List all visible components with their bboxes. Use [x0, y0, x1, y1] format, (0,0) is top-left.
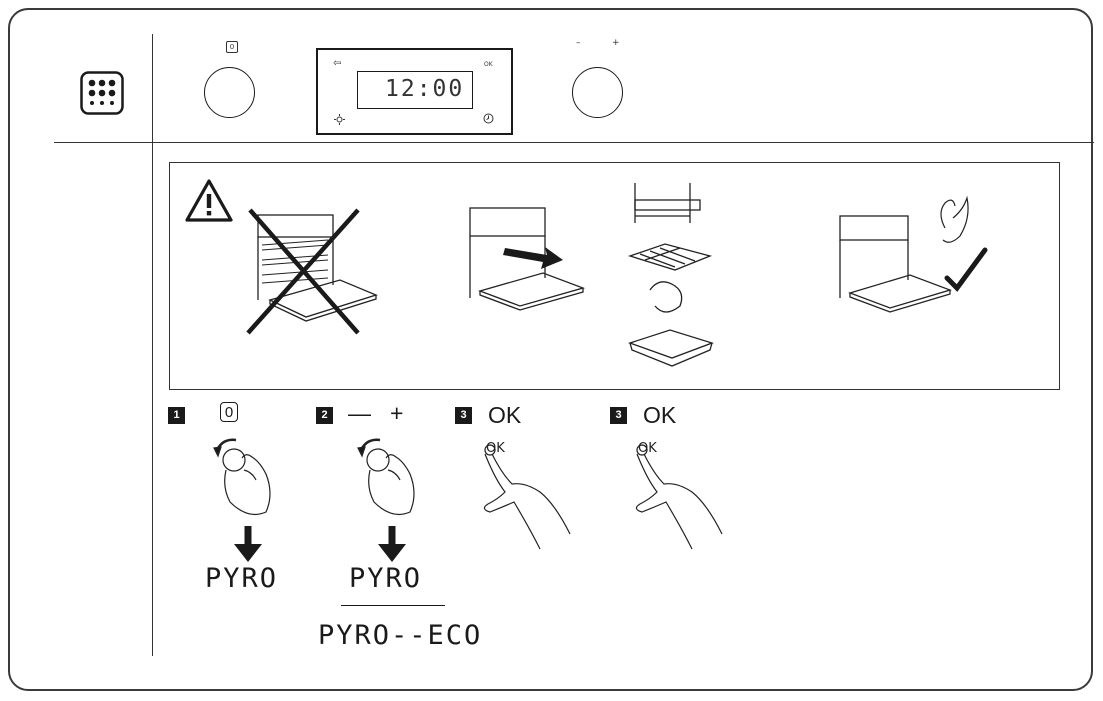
clean-oven-ok-icon	[835, 188, 995, 323]
clock-icon[interactable]	[483, 109, 494, 124]
ok-label: OK	[488, 402, 522, 428]
preparation-panel	[169, 162, 1060, 390]
adjust-plus: +	[612, 38, 620, 48]
step-number: 1	[168, 407, 185, 424]
power-knob[interactable]	[204, 67, 255, 118]
page-frame	[8, 8, 1093, 691]
pyrolysis-icon	[80, 71, 124, 115]
step-number: 2	[316, 407, 333, 424]
hand-turning-knob-icon	[208, 432, 280, 524]
display-ok-button[interactable]: OK	[484, 61, 493, 68]
down-arrow-icon	[233, 526, 263, 564]
minus-symbol: —	[348, 400, 371, 426]
pyro-readout: PYRO	[349, 563, 423, 594]
plus-symbol: +	[390, 400, 404, 426]
finger-press-icon	[622, 444, 732, 554]
back-icon[interactable]: ⇦	[333, 58, 342, 69]
horizontal-divider	[54, 142, 1094, 143]
power-knob-symbol: 0	[226, 41, 238, 53]
finger-press-icon	[470, 444, 580, 554]
power-symbol: 0	[220, 402, 238, 422]
adjust-minus: –	[576, 38, 581, 48]
ok-label: OK	[643, 402, 677, 428]
pyro-eco-readout: PYRO--ECO	[318, 620, 483, 651]
oven-accessories-icon	[620, 178, 720, 373]
oven-display	[316, 48, 513, 135]
oven-with-accessories-crossed-icon	[240, 205, 380, 340]
remove-accessories-icon	[465, 203, 590, 318]
display-screen	[357, 71, 473, 109]
light-icon[interactable]	[334, 110, 345, 125]
option-divider	[341, 605, 445, 606]
down-arrow-icon	[377, 526, 407, 564]
step-number: 3	[455, 407, 472, 424]
pyro-readout: PYRO	[205, 563, 279, 594]
adjust-knob[interactable]	[572, 67, 623, 118]
vertical-divider	[152, 34, 153, 656]
hand-turning-knob-icon	[352, 432, 424, 524]
display-time: 12:00	[385, 76, 465, 102]
warning-icon	[184, 178, 234, 223]
step-number: 3	[610, 407, 627, 424]
